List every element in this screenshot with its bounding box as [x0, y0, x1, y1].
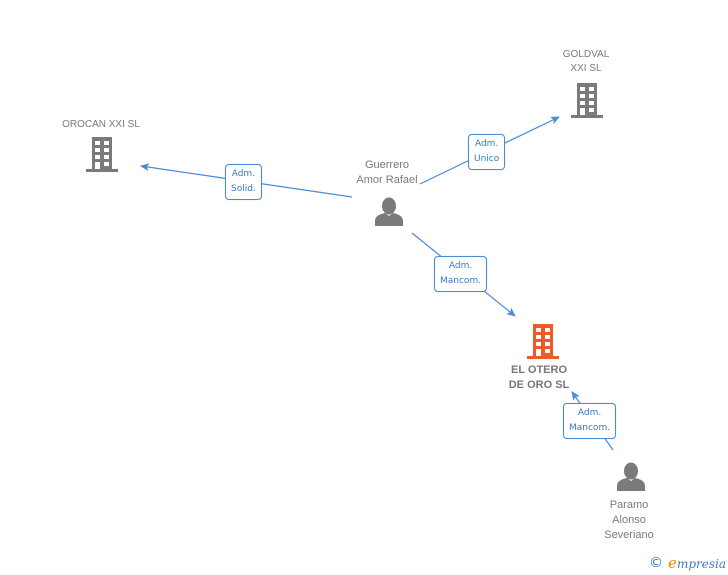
- brand-initial: e: [668, 554, 677, 572]
- edge-label-adm-unico: Adm. Unico: [468, 134, 506, 170]
- node-label-orocan[interactable]: OROCAN XXI SL: [62, 119, 140, 130]
- building-icon[interactable]: [571, 83, 603, 119]
- edge-label-adm-solid: Adm. Solid.: [225, 164, 262, 200]
- building-icon[interactable]: [86, 137, 118, 173]
- copyright-icon: ©: [649, 555, 664, 571]
- brand-logo[interactable]: empresia: [668, 554, 726, 572]
- edge-label-adm-mancom-paramo: Adm. Mancom.: [563, 403, 617, 439]
- node-label-guerrero[interactable]: Guerrero Amor Rafael: [356, 159, 418, 186]
- node-label-paramo[interactable]: Paramo Alonso Severiano: [604, 499, 654, 541]
- person-icon[interactable]: [616, 462, 646, 492]
- footer-brand: © empresia: [649, 554, 726, 572]
- edge-label-adm-mancom-guerrero: Adm. Mancom.: [434, 256, 488, 292]
- person-icon[interactable]: [374, 197, 404, 227]
- node-label-otero[interactable]: EL OTERO DE ORO SL: [508, 364, 570, 391]
- brand-name: mpresia: [676, 557, 726, 571]
- node-label-goldval[interactable]: GOLDVAL XXI SL: [562, 49, 610, 74]
- building-icon[interactable]: [527, 324, 559, 360]
